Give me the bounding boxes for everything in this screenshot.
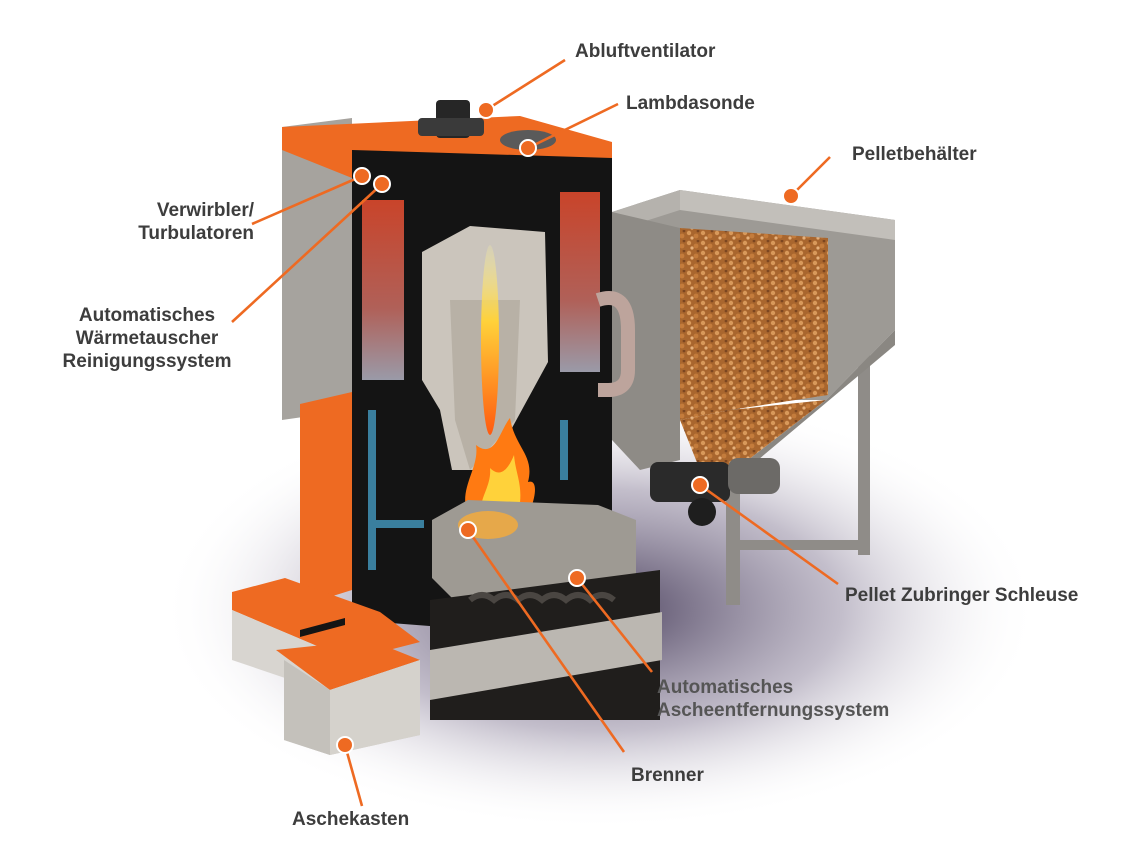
leader-line-schleuse <box>699 483 839 586</box>
label-asche-line1: Automatisches <box>657 677 794 698</box>
leader-line-aschekasten <box>343 744 364 807</box>
boiler-body <box>282 116 662 720</box>
leader-line-reinigung <box>231 183 383 323</box>
label-verwirbler-line1: Verwirbler/ <box>156 200 254 221</box>
label-reinigung-line3: Reinigungssystem <box>62 351 232 372</box>
leader-line-verwirbler <box>251 174 363 226</box>
label-aschekasten: Aschekasten <box>292 808 409 831</box>
label-ascheentfernung: Automatisches Ascheentfernungssystem <box>657 676 889 722</box>
label-reinigungssystem: Automatisches Wärmetauscher Reinigungssy… <box>52 304 242 373</box>
callout-dots <box>336 101 800 754</box>
ash-box <box>232 392 420 755</box>
label-lambdasonde-text: Lambdasonde <box>626 93 755 114</box>
callout-dot-brenner <box>459 521 477 539</box>
label-aschekasten-text: Aschekasten <box>292 809 410 830</box>
label-asche-line2: Ascheentfernungssystem <box>657 700 890 721</box>
label-pelletbehaelter: Pelletbehälter <box>852 143 977 166</box>
label-abluftventilator-text: Abluftventilator <box>575 41 716 62</box>
callout-dot-abluftventilator <box>477 101 495 119</box>
callout-dot-reinigung <box>373 175 391 193</box>
leader-line-ascheentfernung <box>575 577 654 673</box>
leader-line-brenner <box>466 529 626 753</box>
leader-lines <box>231 58 839 807</box>
pellet-hopper <box>612 190 895 605</box>
callout-dot-aschekasten <box>336 736 354 754</box>
leader-line-lambdasonde <box>527 102 619 150</box>
label-schleuse-text: Pellet Zubringer Schleuse <box>845 585 1079 606</box>
callout-dot-schleuse <box>691 476 709 494</box>
label-verwirbler-line2: Turbulatoren <box>138 223 254 244</box>
leader-line-abluftventilator <box>485 58 566 112</box>
exhaust-fan <box>418 100 556 150</box>
callout-dot-pelletbehaelter <box>782 187 800 205</box>
callout-dot-ascheentfernung <box>568 569 586 587</box>
label-abluftventilator: Abluftventilator <box>575 40 715 63</box>
label-schleuse: Pellet Zubringer Schleuse <box>845 584 1078 607</box>
label-reinigung-line2: Wärmetauscher <box>75 328 219 349</box>
label-reinigung-line1: Automatisches <box>78 305 216 326</box>
leader-line-pelletbehaelter <box>790 156 831 197</box>
callout-dot-verwirbler <box>353 167 371 185</box>
label-verwirbler: Verwirbler/ Turbulatoren <box>104 199 254 245</box>
label-pelletbehaelter-text: Pelletbehälter <box>852 144 977 165</box>
label-lambdasonde: Lambdasonde <box>626 92 755 115</box>
label-brenner: Brenner <box>631 764 704 787</box>
label-brenner-text: Brenner <box>631 765 704 786</box>
callout-dot-lambdasonde <box>519 139 537 157</box>
